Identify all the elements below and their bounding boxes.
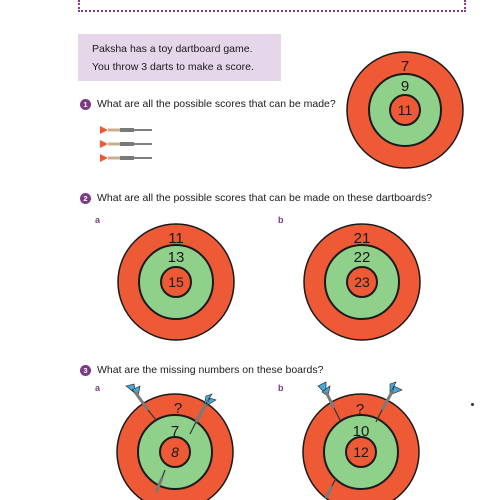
board-q1-middle-value: 9	[401, 78, 409, 95]
intro-box: Paksha has a toy dartboard game. You thr…	[78, 34, 281, 81]
question-2-number: 2	[80, 192, 91, 204]
question-2-text: What are all the possible scores that ca…	[97, 192, 433, 204]
board-q3a-outer-value: ?	[174, 400, 182, 417]
question-1-number: 1	[80, 98, 91, 110]
board-q1-outer-value: 7	[401, 58, 409, 75]
question-3: 3 What are the missing numbers on these …	[80, 364, 323, 376]
question-1: 1 What are all the possible scores that …	[80, 98, 336, 110]
dart-stuck-left-icon	[317, 381, 341, 421]
board-q3a-inner-value: 8	[171, 444, 179, 460]
board-q2a-middle-value: 13	[168, 249, 185, 266]
question-3-part-a-label: a	[95, 383, 101, 393]
board-q3b-middle-value: 10	[353, 423, 370, 440]
dart-icons	[100, 126, 152, 162]
margin-dot	[471, 403, 474, 406]
intro-line-1: Paksha has a toy dartboard game.	[92, 43, 253, 55]
dartboard-q3a: ? 7 8	[110, 380, 240, 500]
question-3-part-b-label: b	[278, 383, 284, 393]
question-1-text: What are all the possible scores that ca…	[97, 98, 336, 110]
board-q3b-inner-value: 12	[353, 444, 369, 460]
dotted-frame-top	[78, 0, 466, 12]
board-q3b-outer-value: ?	[356, 401, 364, 418]
dartboard-q3b: ? 10 12	[296, 380, 426, 500]
dart-stuck-left-icon	[125, 383, 157, 421]
board-q2a-inner-value: 15	[168, 274, 184, 290]
dart-stuck-right-icon	[189, 393, 217, 435]
board-q2b-middle-value: 22	[354, 249, 371, 266]
dart-stuck-bottom-icon	[154, 469, 166, 493]
question-3-number: 3	[80, 364, 91, 376]
dartboard-q2a: 11 13 15	[116, 222, 236, 342]
dart-stuck-right-icon	[375, 381, 403, 423]
dartboard-q2b: 21 22 23	[302, 222, 422, 342]
board-q2a-outer-value: 11	[168, 230, 184, 247]
question-2: 2 What are all the possible scores that …	[80, 192, 432, 204]
dart-stuck-bottom-icon	[324, 477, 337, 499]
dartboard-q1: 7 9 11	[345, 50, 465, 170]
board-q2b-inner-value: 23	[354, 274, 370, 290]
board-q1-inner-value: 11	[398, 102, 413, 118]
board-q2b-outer-value: 21	[354, 230, 371, 247]
question-2-part-a-label: a	[95, 215, 101, 225]
question-2-part-b-label: b	[278, 215, 284, 225]
question-3-text: What are the missing numbers on these bo…	[97, 364, 324, 376]
board-q3a-middle-value: 7	[171, 423, 179, 440]
intro-line-2: You throw 3 darts to make a score.	[92, 61, 254, 73]
